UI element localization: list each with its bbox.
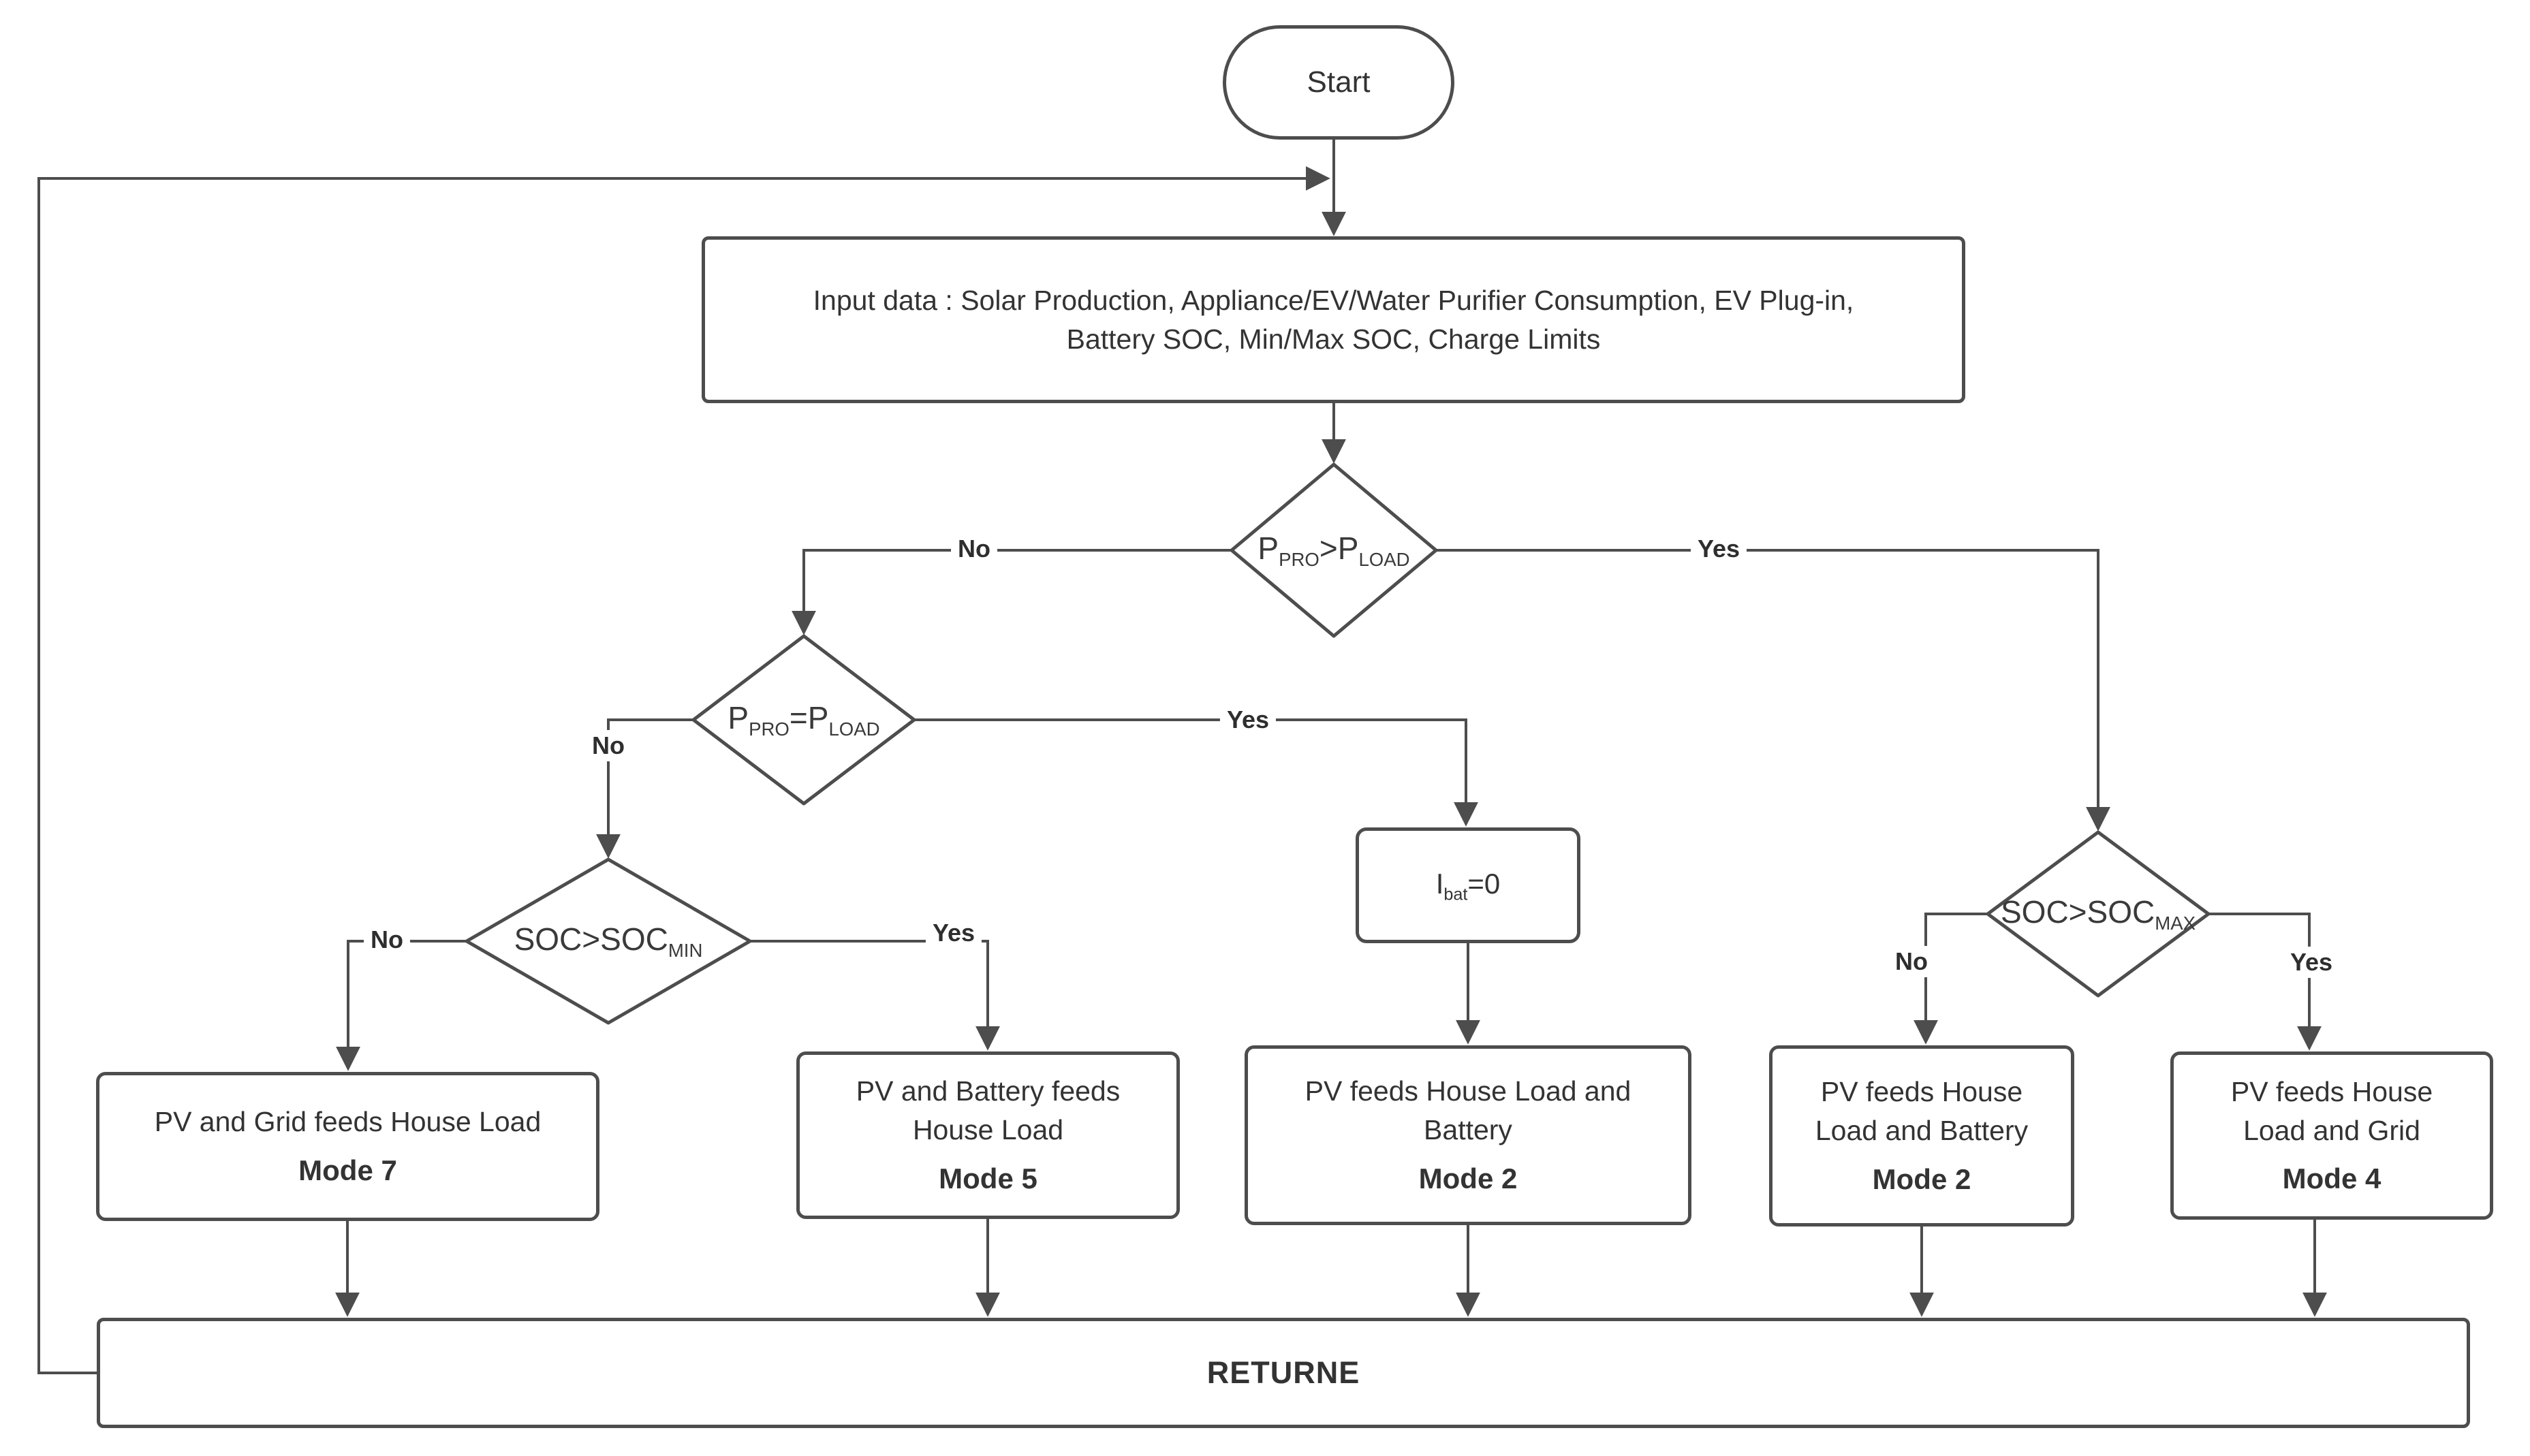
edge-label-yes-d2: Yes	[1219, 704, 1277, 735]
mode5-text-line1: PV and Battery feeds	[856, 1075, 1121, 1107]
returne-label: RETURNE	[1206, 1355, 1360, 1390]
mode7-text: PV and Grid feeds House Load	[154, 1106, 542, 1138]
edge-d3-yes	[750, 940, 1000, 1051]
edge-label-yes-d1: Yes	[1690, 533, 1747, 565]
input-data-line1: Input data : Solar Production, Appliance…	[813, 284, 1854, 316]
edge-d2-yes	[914, 718, 1478, 827]
node-mode2-right: PV feeds House Load and Battery Mode 2	[1769, 1045, 2074, 1226]
mode2c-text-line1: PV feeds House Load and	[1305, 1075, 1631, 1107]
decision-ppro-eq-pload-label: PPRO=PLOAD	[728, 699, 880, 740]
edge-d2-no	[596, 718, 693, 859]
edge-d4-yes	[2208, 913, 2322, 1051]
mode4-text-line2: Load and Grid	[2243, 1114, 2420, 1146]
mode5-mode: Mode 5	[939, 1162, 1037, 1194]
ibat-label: Ibat=0	[1435, 867, 1501, 904]
edge-label-yes-d4: Yes	[2283, 947, 2340, 978]
edge-d1-yes	[1436, 549, 2110, 832]
node-ibat-zero: Ibat=0	[1356, 827, 1580, 943]
input-data-line2: Battery SOC, Min/Max SOC, Charge Limits	[1066, 323, 1601, 355]
node-returne: RETURNE	[97, 1318, 2470, 1428]
edge-d3-no	[336, 940, 467, 1071]
mode2c-mode: Mode 2	[1418, 1162, 1518, 1194]
mode4-text-line1: PV feeds House	[2230, 1075, 2433, 1107]
decision-soc-gt-socmax-label: SOC>SOCMAX	[2000, 893, 2196, 934]
node-mode2-center: PV feeds House Load and Battery Mode 2	[1245, 1045, 1691, 1225]
mode2c-text-line2: Battery	[1424, 1114, 1512, 1146]
edge-label-no-d2: No	[585, 730, 631, 761]
edge-returne-loop	[37, 166, 1330, 1374]
decision-ppro-eq-pload-shape	[691, 634, 916, 806]
node-input-data: Input data : Solar Production, Appliance…	[702, 236, 1965, 403]
edge-label-no-d3: No	[364, 924, 410, 955]
start-label: Start	[1307, 65, 1371, 99]
decision-ppro-gt-pload-shape	[1230, 462, 1438, 638]
node-mode4: PV feeds House Load and Grid Mode 4	[2170, 1051, 2493, 1220]
decision-soc-gt-socmax-shape	[1986, 830, 2211, 998]
mode2r-text-line2: Load and Battery	[1815, 1115, 2029, 1147]
edge-d1-no	[792, 549, 1232, 635]
node-mode5: PV and Battery feeds House Load Mode 5	[796, 1051, 1180, 1219]
mode5-text-line2: House Load	[912, 1114, 1064, 1146]
edge-d4-no	[1914, 913, 1988, 1045]
edge-label-yes-d3: Yes	[925, 917, 982, 949]
mode7-mode: Mode 7	[298, 1154, 397, 1186]
mode4-mode: Mode 4	[2282, 1162, 2381, 1195]
decision-soc-gt-socmin-label: SOC>SOCMIN	[514, 921, 703, 962]
node-start: Start	[1223, 25, 1454, 140]
edge-label-no-d4: No	[1888, 946, 1935, 977]
node-mode7: PV and Grid feeds House Load Mode 7	[96, 1072, 599, 1221]
mode2r-mode: Mode 2	[1872, 1162, 1971, 1195]
edge-label-no-d1: No	[951, 533, 997, 565]
decision-ppro-gt-pload-label: PPRO>PLOAD	[1258, 530, 1410, 571]
decision-soc-gt-socmin-shape	[465, 857, 752, 1025]
mode2r-text-line1: PV feeds House	[1820, 1076, 2023, 1108]
